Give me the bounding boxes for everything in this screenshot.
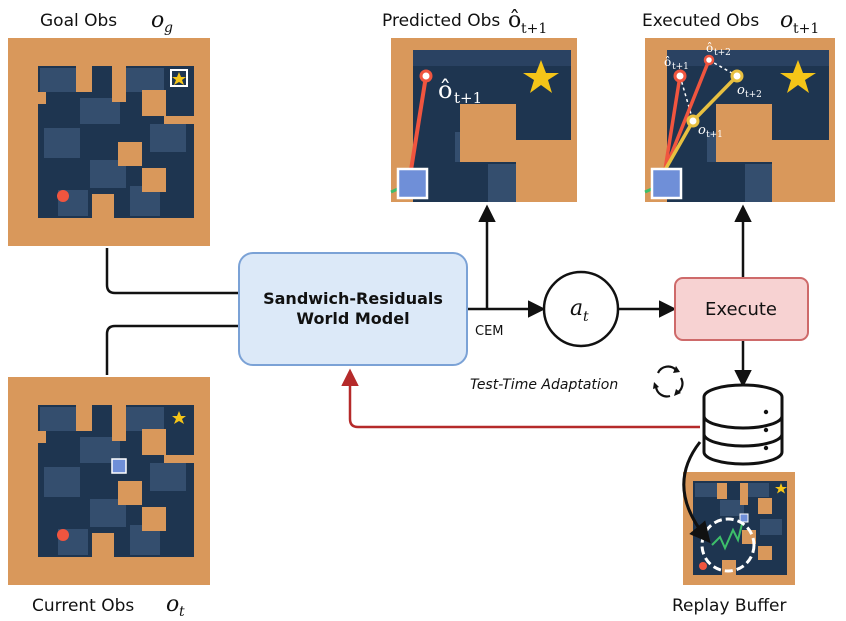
connectors xyxy=(105,204,752,388)
svg-text:Predicted Obs: Predicted Obs xyxy=(382,11,500,31)
goal-star-icon xyxy=(780,60,816,93)
svg-text:a: a xyxy=(570,296,583,321)
svg-text:World Model: World Model xyxy=(296,309,409,328)
svg-text:Goal Obs: Goal Obs xyxy=(40,11,117,31)
svg-text:Executed Obs: Executed Obs xyxy=(642,11,759,31)
goal-star-icon xyxy=(775,483,787,494)
svg-text:t+1: t+1 xyxy=(793,21,819,37)
svg-text:o: o xyxy=(151,8,164,33)
current-obs-maze xyxy=(8,377,210,585)
svg-text:o: o xyxy=(698,123,706,138)
agent-square-icon xyxy=(739,513,749,523)
execute-box[interactable]: Execute xyxy=(674,277,809,341)
svg-text:t+1: t+1 xyxy=(454,89,482,107)
feedback-arrow xyxy=(341,368,700,429)
current-obs-label: Current Obs o t xyxy=(32,592,185,620)
goal-star-icon xyxy=(172,411,186,424)
world-model-box[interactable]: Sandwich-Residuals World Model xyxy=(238,252,468,366)
svg-text:o: o xyxy=(737,83,745,98)
agent-dot-icon xyxy=(699,562,707,570)
agent-square-icon xyxy=(111,458,127,474)
database-icon xyxy=(702,383,784,466)
svg-text:t: t xyxy=(583,309,589,325)
goal-obs-label: Goal Obs o g xyxy=(40,8,173,36)
svg-text:g: g xyxy=(164,20,173,36)
goal-star-icon xyxy=(523,60,559,93)
highlight-circle xyxy=(700,517,756,573)
current-connector xyxy=(105,324,238,375)
goal-obs-maze xyxy=(8,38,210,246)
svg-text:o: o xyxy=(780,8,793,33)
executed-obs-panel: ô t+1 ô t+2 o t+2 o t+1 xyxy=(644,38,835,202)
svg-text:t+1: t+1 xyxy=(672,62,689,72)
agent-square-icon xyxy=(650,167,683,200)
predicted-obs-label: Predicted Obs ô t+1 xyxy=(382,8,547,37)
buffer-sample-arrow xyxy=(682,441,711,544)
action-node: a t xyxy=(542,270,620,348)
svg-text:ô: ô xyxy=(508,8,521,33)
svg-text:ô: ô xyxy=(706,41,713,55)
replay-buffer-maze xyxy=(683,472,795,585)
svg-text:ô: ô xyxy=(438,76,452,104)
replay-buffer-label: Replay Buffer xyxy=(672,596,787,616)
svg-text:t+2: t+2 xyxy=(714,48,731,58)
agent-dot-icon xyxy=(57,529,69,541)
goal-star-icon xyxy=(172,72,186,85)
svg-text:Current Obs: Current Obs xyxy=(32,596,134,616)
svg-text:Execute: Execute xyxy=(705,299,777,320)
predicted-obs-panel: ô t+1 xyxy=(390,38,577,202)
svg-text:t+2: t+2 xyxy=(745,90,762,100)
agent-dot-icon xyxy=(57,190,69,202)
svg-text:t+1: t+1 xyxy=(521,21,547,37)
agent-square-icon xyxy=(396,167,429,200)
goal-connector xyxy=(105,248,238,295)
svg-text:o: o xyxy=(166,592,179,617)
executed-obs-label: Executed Obs o t+1 xyxy=(642,8,819,37)
svg-text:t+1: t+1 xyxy=(706,130,723,140)
svg-text:t: t xyxy=(179,604,185,620)
tta-label: Test-Time Adaptation xyxy=(470,377,618,393)
cem-label: CEM xyxy=(475,324,504,339)
svg-text:ô: ô xyxy=(664,55,671,69)
svg-text:Sandwich-Residuals: Sandwich-Residuals xyxy=(263,289,443,308)
refresh-cycle-icon xyxy=(653,365,684,398)
